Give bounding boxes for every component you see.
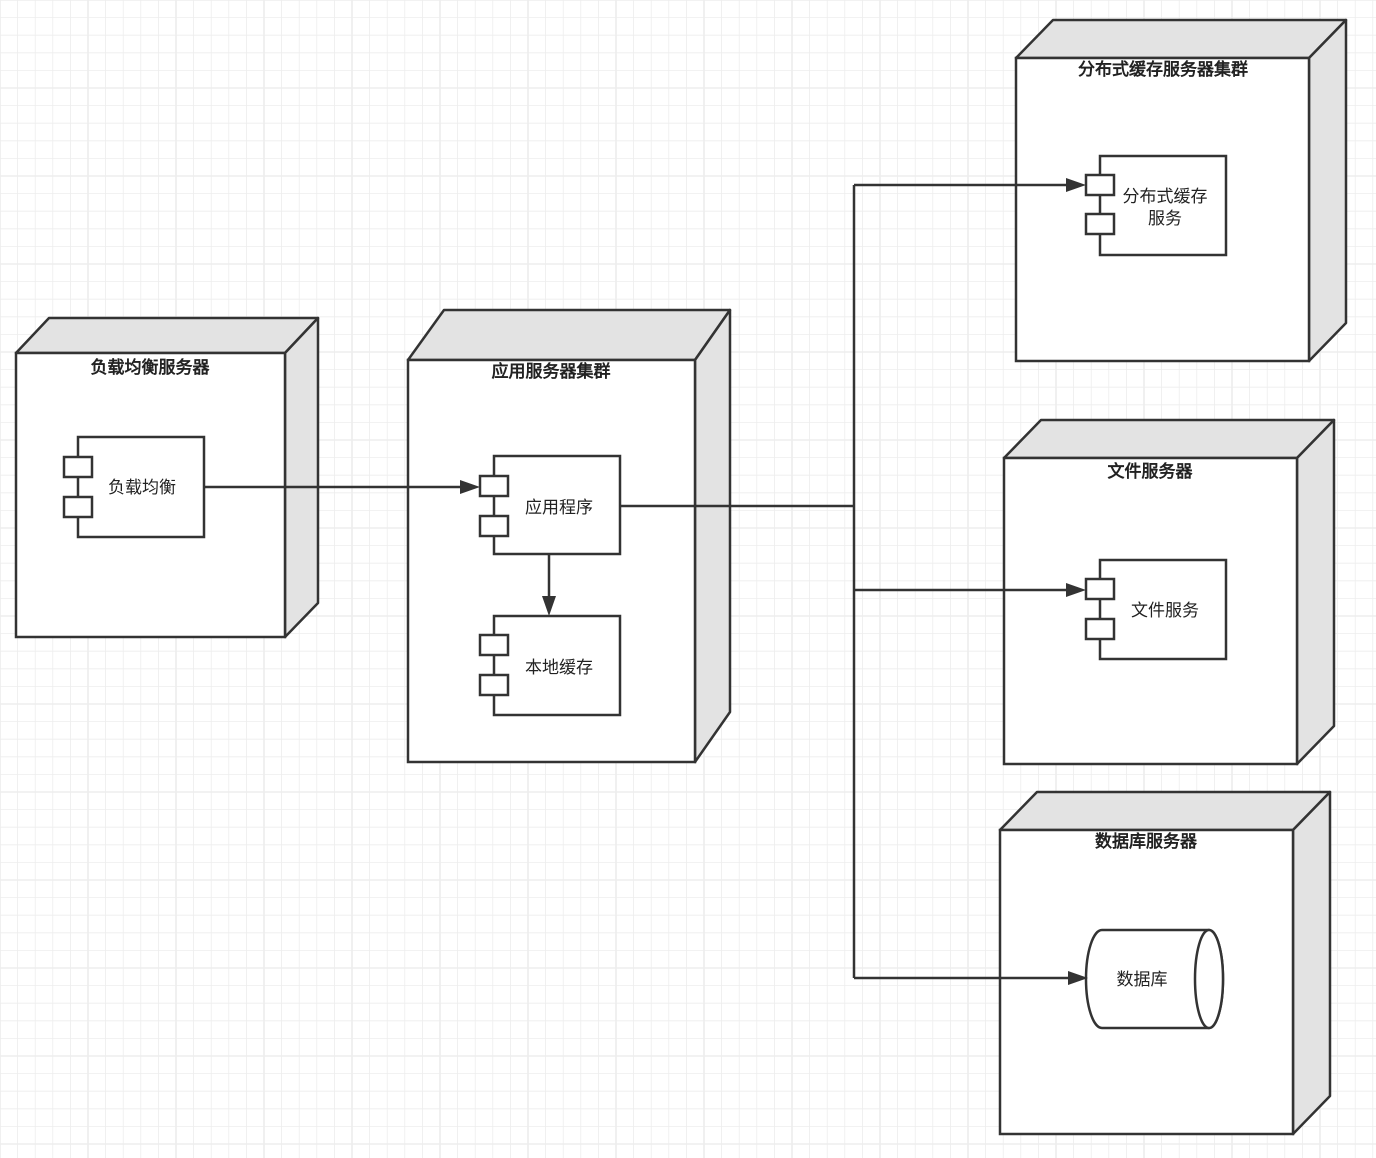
component-port-icon [62,455,94,479]
component-distributed-cache[interactable]: 分布式缓存 服务 [1084,154,1228,257]
node-title-cache-cluster: 分布式缓存服务器集群 [1078,59,1248,80]
node-title-app-cluster: 应用服务器集群 [492,361,611,382]
component-label-application: 应用程序 [525,498,593,518]
component-port-icon [478,633,510,657]
component-label-local-cache: 本地缓存 [525,658,593,678]
node-title-file-server: 文件服务器 [1108,461,1194,482]
component-label-load-balancer: 负载均衡 [108,478,176,498]
node-distributed-cache-cluster[interactable]: 分布式缓存服务器集群 分布式缓存 服务 [1014,18,1348,363]
component-load-balancer[interactable]: 负载均衡 [62,435,206,539]
component-port-icon [1084,212,1116,236]
component-file-service[interactable]: 文件服务 [1084,558,1228,661]
node-load-balancer-server[interactable]: 负载均衡服务器 负载均衡 [14,316,320,639]
component-port-icon [478,474,510,498]
node-app-server-cluster[interactable]: 应用服务器集群 应用程序 本地缓存 [406,308,732,764]
database-cylinder-icon[interactable]: 数据库 [1084,928,1225,1030]
arrowhead-icon [542,596,556,616]
component-port-icon [1084,577,1116,601]
node-title-load-balancer: 负载均衡服务器 [91,357,211,378]
component-port-icon [478,514,510,538]
component-application[interactable]: 应用程序 [478,454,622,556]
component-label-distributed-cache-line2: 服务 [1148,209,1182,229]
component-port-icon [1084,173,1116,197]
component-label-database: 数据库 [1117,970,1168,990]
node-title-database-server: 数据库服务器 [1095,831,1198,852]
arrowhead-icon [1068,971,1088,985]
arrowhead-icon [1066,583,1086,597]
arrowhead-icon [460,480,480,494]
component-label-distributed-cache-line1: 分布式缓存 [1123,187,1208,207]
component-port-icon [1084,617,1116,641]
node-database-server[interactable]: 数据库服务器 数据库 [998,790,1332,1136]
arrowhead-icon [1066,178,1086,192]
node-file-server[interactable]: 文件服务器 文件服务 [1002,418,1336,766]
component-port-icon [62,495,94,519]
component-local-cache[interactable]: 本地缓存 [478,614,622,717]
connectors [204,178,1088,985]
component-port-icon [478,673,510,697]
component-label-file-service: 文件服务 [1131,601,1199,621]
